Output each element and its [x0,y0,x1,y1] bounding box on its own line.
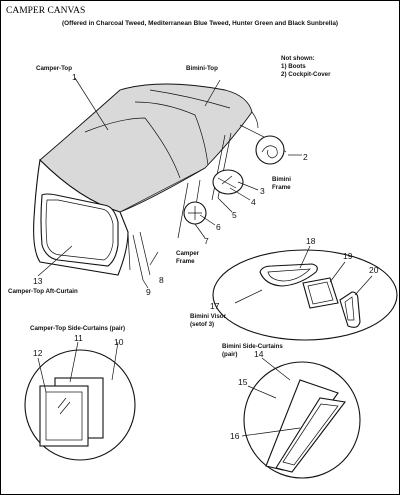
callout-2: 2 [303,152,308,162]
visor-panel-19-window [307,281,334,305]
leader-lines [37,77,302,289]
camper-top-assembly [33,83,259,276]
label-bimini-visor-1: Bimini Visor [190,313,227,320]
not-shown-item-boots: 1) Boots [281,63,306,70]
canvas-seam [134,101,209,166]
visor-detail-ellipse [212,249,398,341]
aft-curtain-window-inner [45,199,114,261]
callout-16: 16 [230,431,240,441]
callout-5: 5 [232,210,237,220]
bimini-side-curtain-window [282,403,339,466]
callout-17: 17 [210,301,220,311]
aft-curtain-window [40,193,119,267]
callout-4: 4 [251,197,256,207]
callout-18: 18 [306,236,316,246]
callout-7: 7 [204,236,209,246]
callout-14: 14 [254,349,264,359]
not-shown-heading: Not shown: [281,55,315,62]
page-title: CAMPER CANVAS [6,6,85,16]
side-curtain-window [45,391,83,441]
bimini-visor-group [212,245,398,341]
side-curtains-group [24,341,136,461]
canvas-edge [119,167,206,213]
callout-8: 8 [159,275,164,285]
callout-15: 15 [238,377,248,387]
label-bimini-top: Bimini-Top [186,65,218,72]
visor-panel-18-window [267,268,311,282]
eye-end-detail [188,206,202,220]
label-bimini-frame-1: Bimini [272,176,291,183]
label-bimini-visor-2: (setof 3) [190,321,214,328]
visor-panel-20-window [344,296,355,321]
not-shown-item-cockpit-cover: 2) Cockpit-Cover [281,71,331,78]
canvas-edge [251,111,259,129]
deck-hinge-detail [261,145,278,159]
side-curtain-panel-front [39,385,89,447]
callout-3: 3 [260,186,265,196]
not-shown-note: Not shown: 1) Boots 2) Cockpit-Cover [281,55,331,78]
label-camper-frame-2: Frame [176,258,195,265]
callout-20: 20 [369,265,379,275]
jaw-slide-detail [217,175,237,189]
callout-6: 6 [216,222,221,232]
visor-panel-20 [339,291,361,328]
label-bimini-frame-2: Frame [272,184,291,191]
canvas-seam [149,89,231,109]
callout-1: 1 [72,72,77,82]
page-subtitle: (Offered in Charcoal Tweed, Mediterranea… [62,20,338,27]
label-camper-top: Camper-Top [36,65,72,72]
callout-13: 13 [33,276,43,286]
canvas-seam [84,117,181,179]
callout-9: 9 [146,287,151,297]
label-side-curtains: Camper-Top Side-Curtains (pair) [30,325,125,332]
detail-circle-fitting [255,135,285,165]
label-bimini-side-1: Bimini Side-Curtains [222,343,283,350]
bimini-side-curtains-group [241,357,361,479]
label-camper-frame-1: Camper [176,250,200,257]
label-aft-curtain: Camper-Top Aft-Curtain [8,288,78,295]
callout-10: 10 [114,337,124,347]
callout-19: 19 [343,251,353,261]
callout-12: 12 [33,348,43,358]
label-bimini-side-2: (pair) [222,351,237,358]
callout-11: 11 [74,333,83,343]
callout-numbers: 1 2 3 4 5 6 7 8 9 10 11 12 13 14 15 16 1… [33,72,379,441]
bimini-side-curtain-front [275,397,346,473]
